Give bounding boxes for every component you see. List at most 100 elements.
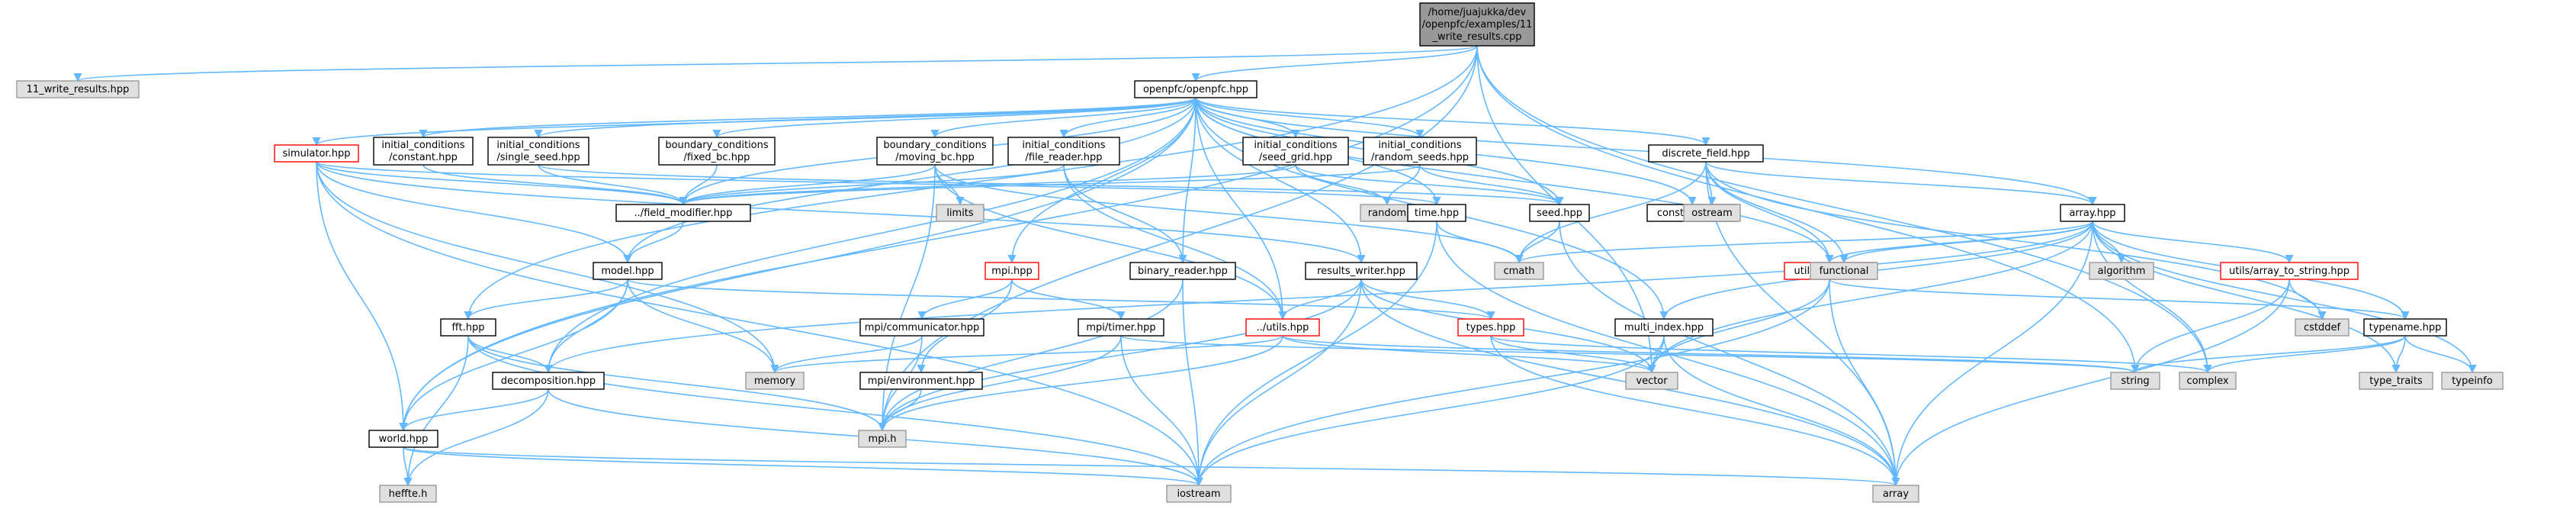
node-results-writer[interactable]: results_writer.hpp [1305, 262, 1418, 280]
node-discrete-field[interactable]: discrete_field.hpp [1648, 144, 1764, 163]
node-box [1007, 137, 1120, 166]
node-bc-fixed[interactable]: boundary_conditions/fixed_bc.hpp [658, 137, 776, 166]
node-box [1648, 144, 1764, 163]
node-mpi-hpp[interactable]: mpi.hpp [984, 262, 1039, 280]
node-binary-reader[interactable]: binary_reader.hpp [1129, 262, 1236, 280]
node-bc-moving[interactable]: boundary_conditions/moving_bc.hpp [876, 137, 994, 166]
node-utils-hpp[interactable]: ../utils.hpp [1245, 318, 1320, 337]
edge-simulator_hpp-to-time_hpp [316, 161, 1441, 206]
node-multi-index[interactable]: multi_index.hpp [1614, 318, 1714, 337]
edge-world_hpp-to-iostream [403, 446, 1203, 487]
node-label: /constant.hpp [389, 152, 458, 163]
node-time-hpp[interactable]: time.hpp [1407, 204, 1466, 222]
node-label: iostream [1177, 488, 1220, 500]
edge-results_writer-to-types_hpp [1360, 279, 1495, 321]
node-ic-random-seeds[interactable]: initial_conditions/random_seeds.hpp [1363, 137, 1477, 166]
edge-typename_hpp-to-string [2131, 335, 2406, 374]
node-decomposition[interactable]: decomposition.hpp [492, 372, 605, 390]
edge-multi_index-to-iostream [1194, 335, 1665, 487]
edge-seed_hpp-to-array [1559, 221, 1900, 487]
node-label: mpi.hpp [991, 266, 1032, 277]
node-label: initial_conditions [1022, 140, 1105, 151]
node-types-hpp[interactable]: types.hpp [1457, 318, 1524, 337]
node-label: time.hpp [1415, 208, 1459, 219]
node-typename-hpp[interactable]: typename.hpp [2363, 318, 2447, 337]
node-box [1129, 262, 1236, 280]
node-label: mpi/communicator.hpp [865, 322, 980, 333]
node-field-modifier[interactable]: ../field_modifier.hpp [615, 204, 751, 222]
edge-binary_reader-to-iostream [1182, 279, 1203, 487]
node-memory: memory [745, 372, 805, 390]
node-mpi-environment[interactable]: mpi/environment.hpp [859, 372, 983, 390]
edge-fft_hpp-to-iostream [467, 335, 1203, 487]
edge-ic_single_seed-to-field_modifier [538, 164, 688, 206]
node-label: typeinfo [2452, 375, 2492, 387]
node-ic-seed-grid[interactable]: initial_conditions/seed_grid.hpp [1242, 137, 1349, 166]
edge-typename_hpp-to-complex [2203, 335, 2406, 374]
node-label: simulator.hpp [283, 148, 351, 159]
node-mpi-communicator[interactable]: mpi/communicator.hpp [859, 318, 984, 337]
node-box [1529, 204, 1590, 222]
edge-types_hpp-to-array [1490, 335, 1900, 487]
node-box [373, 137, 474, 166]
node-label: mpi/environment.hpp [868, 375, 975, 387]
node-label: initial_conditions [1378, 140, 1461, 151]
node-box [984, 262, 1039, 280]
node-label: functional [1820, 266, 1869, 277]
edge-openpfc_hpp-to-bc_moving [930, 97, 1196, 139]
node-box [1872, 485, 1919, 503]
node-box [2089, 262, 2154, 280]
edge-ic_seed_grid-to-seed_hpp [1295, 164, 1564, 206]
node-label: ../field_modifier.hpp [634, 208, 733, 219]
edge-openpfc_hpp-to-ic_single_seed [534, 97, 1196, 139]
edge-root-to-openpfc_hpp [1191, 45, 1478, 82]
node-label: string [2121, 375, 2149, 387]
edge-array_hpp-to-multi_index [1659, 221, 2093, 321]
edge-typename_hpp-to-type_traits [2391, 335, 2406, 374]
edge-mpi_timer-to-string [1120, 335, 2140, 374]
node-box [2295, 318, 2350, 337]
node-simulator-hpp[interactable]: simulator.hpp [274, 144, 359, 163]
node-array-hpp[interactable]: array.hpp [2060, 204, 2125, 222]
edge-root-to-mpi_h [878, 45, 1478, 432]
node-ic-file-reader[interactable]: initial_conditions/file_reader.hpp [1007, 137, 1120, 166]
node-world-hpp[interactable]: world.hpp [368, 430, 438, 448]
edge-array_hpp-to-complex [2092, 221, 2212, 374]
edge-ic_random_seeds-to-field_modifier [679, 164, 1421, 206]
edge-time_hpp-to-iostream [1194, 221, 1437, 487]
node-openpfc-hpp[interactable]: openpfc/openpfc.hpp [1134, 80, 1257, 98]
node-label: /seed_grid.hpp [1259, 152, 1332, 163]
node-label: boundary_conditions [883, 140, 987, 151]
node-vector: vector [1625, 372, 1678, 390]
node-box [1407, 204, 1466, 222]
node-label: cmath [1503, 266, 1534, 277]
node-box [2441, 372, 2504, 390]
node-fft-hpp[interactable]: fft.hpp [440, 318, 496, 337]
node-ic-single-seed[interactable]: initial_conditions/single_seed.hpp [487, 137, 589, 166]
node-label: binary_reader.hpp [1138, 266, 1228, 277]
node-limits: limits [936, 204, 984, 222]
node-label: utils/array_to_string.hpp [2229, 266, 2350, 277]
node-mpi-h: mpi.h [858, 430, 907, 448]
node-box [1494, 262, 1544, 280]
edge-bc_moving-to-utils_hpp [934, 164, 1287, 321]
node-box [1625, 372, 1678, 390]
node-label: algorithm [2098, 266, 2146, 277]
node-mpi-timer[interactable]: mpi/timer.hpp [1078, 318, 1164, 337]
node-utils-array-to-string[interactable]: utils/array_to_string.hpp [2220, 262, 2359, 280]
node-box [379, 485, 437, 503]
node-complex: complex [2179, 372, 2237, 390]
node-label: type_traits [2369, 375, 2423, 387]
node-ic-constant[interactable]: initial_conditions/constant.hpp [373, 137, 474, 166]
edge-ic_random_seeds-to-seed_hpp [1419, 164, 1564, 206]
edge-array_hpp-to-typeinfo [2092, 221, 2477, 374]
node-box [658, 137, 776, 166]
node-box [492, 372, 605, 390]
node-model-hpp[interactable]: model.hpp [593, 262, 663, 280]
node-seed-hpp[interactable]: seed.hpp [1529, 204, 1590, 222]
node-label: _write_results.cpp [1431, 31, 1521, 43]
node-label: /file_reader.hpp [1026, 152, 1103, 163]
node-root[interactable]: /home/juajukka/dev/openpfc/examples/11_w… [1419, 2, 1535, 47]
node-box [1166, 485, 1232, 503]
edge-simulator_hpp-to-memory [316, 161, 779, 374]
